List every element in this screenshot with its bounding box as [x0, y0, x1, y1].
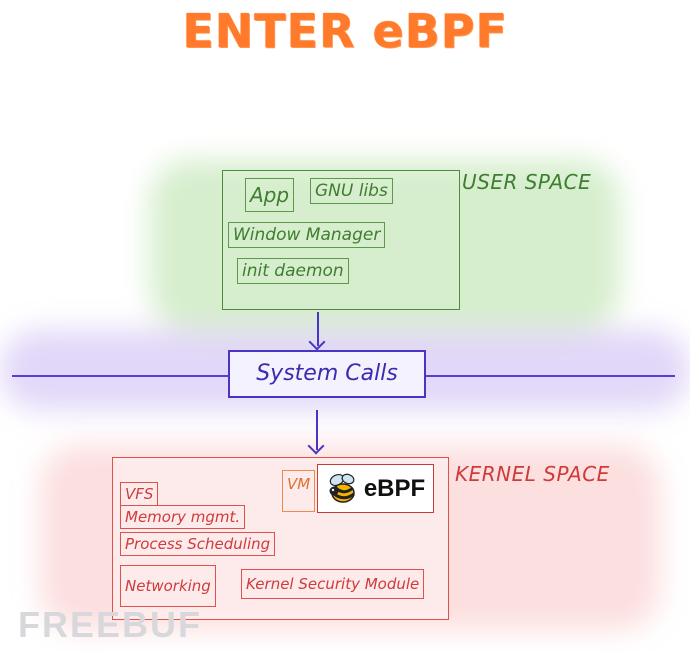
diagram-title: ENTER eBPF	[182, 4, 508, 58]
arrow-user-to-syscall	[317, 312, 319, 346]
kernel-space-label: KERNEL SPACE	[455, 462, 610, 486]
memory-mgmt-chip: Memory mgmt.	[120, 505, 246, 529]
user-space-label: USER SPACE	[462, 170, 592, 194]
user-space-box	[222, 170, 460, 310]
ebpf-logo-box: eBPF	[317, 464, 434, 513]
app-chip: App	[245, 178, 295, 212]
vfs-chip: VFS	[120, 482, 159, 506]
bee-icon	[329, 473, 355, 503]
kernel-security-module-chip: Kernel Security Module	[241, 569, 425, 599]
init-daemon-chip: init daemon	[237, 258, 349, 284]
window-manager-chip: Window Manager	[228, 222, 386, 248]
process-scheduling-chip: Process Scheduling	[120, 532, 276, 556]
vm-chip: VM	[282, 470, 316, 512]
networking-chip: Networking	[120, 565, 216, 607]
arrow-syscall-to-kernel	[316, 410, 318, 450]
watermark: FREEBUF	[18, 604, 202, 645]
system-calls-box: System Calls	[228, 350, 426, 398]
ebpf-logo-text: eBPF	[363, 474, 426, 502]
gnu-libs-chip: GNU libs	[310, 178, 393, 204]
